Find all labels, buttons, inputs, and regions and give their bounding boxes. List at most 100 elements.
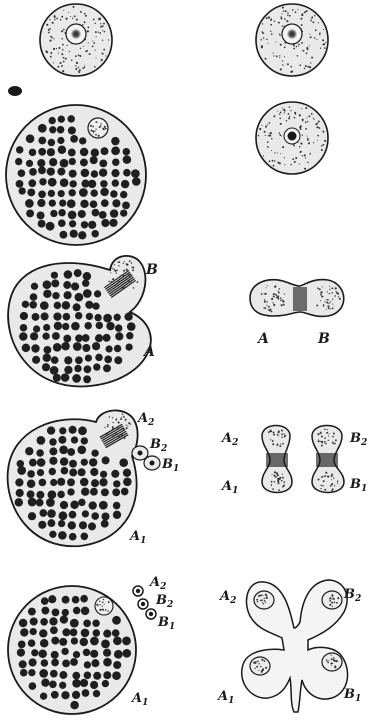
- cytoplasm-granule: [59, 62, 61, 64]
- cytoplasm-granule: [112, 417, 113, 418]
- cytoplasm-granule: [271, 33, 273, 35]
- cytoplasm-granule: [100, 26, 102, 28]
- yolk-granule: [74, 365, 81, 372]
- cytoplasm-granule: [322, 442, 323, 443]
- cytoplasm-granule: [263, 660, 265, 662]
- yolk-granule: [63, 335, 71, 343]
- cytoplasm-granule: [102, 53, 104, 55]
- cytoplasm-granule: [299, 126, 301, 128]
- cytoplasm-granule: [280, 299, 282, 301]
- yolk-granule: [73, 303, 81, 311]
- yolk-egg-row4-left: [8, 410, 160, 546]
- label-row5-left-A1: A1: [130, 691, 148, 708]
- yolk-granule: [52, 292, 59, 299]
- yolk-granule: [19, 187, 26, 194]
- yolk-granule: [86, 313, 93, 320]
- cytoplasm-granule: [112, 427, 114, 429]
- cytoplasm-granule: [57, 66, 59, 68]
- cytoplasm-granule: [332, 304, 333, 305]
- cytoplasm-granule: [334, 485, 335, 486]
- yolk-granule: [20, 628, 28, 636]
- cytoplasm-granule: [261, 46, 263, 48]
- cytoplasm-granule: [329, 604, 331, 606]
- cytoplasm-granule: [283, 433, 284, 434]
- yolk-granule: [28, 512, 36, 520]
- cytoplasm-granule: [112, 278, 114, 280]
- cytoplasm-granule: [281, 135, 282, 136]
- cytoplasm-granule: [105, 55, 106, 56]
- nucleolus: [71, 29, 81, 39]
- cytoplasm-granule: [279, 114, 281, 116]
- yolk-granule: [70, 701, 79, 710]
- cytoplasm-granule: [327, 299, 329, 301]
- cytoplasm-granule: [260, 39, 262, 41]
- cytoplasm-granule: [79, 69, 81, 71]
- cytoplasm-granule: [275, 41, 276, 42]
- cytoplasm-granule: [78, 67, 80, 69]
- cytoplasm-granule: [272, 443, 274, 445]
- cytoplasm-granule: [111, 437, 112, 438]
- yolk-granule: [75, 293, 84, 302]
- yolk-granule: [19, 660, 27, 668]
- cytoplasm-granule: [310, 19, 311, 20]
- cytoplasm-granule: [258, 595, 260, 597]
- cytoplasm-granule: [281, 430, 283, 432]
- cytoplasm-granule: [307, 162, 308, 163]
- yolk-granule: [27, 470, 35, 478]
- yolk-granule: [15, 158, 22, 165]
- yolk-granule: [99, 501, 108, 510]
- yolk-granule: [83, 375, 91, 383]
- cytoplasm-granule: [306, 10, 308, 12]
- yolk-granule: [37, 211, 45, 219]
- yolk-granule: [17, 648, 25, 656]
- yolk-granule: [38, 521, 46, 529]
- cytoplasm-granule: [265, 667, 267, 669]
- cytoplasm-granule: [105, 128, 107, 130]
- cytoplasm-granule: [75, 65, 76, 66]
- yolk-granule: [123, 469, 131, 477]
- cytoplasm-granule: [267, 141, 269, 143]
- yolk-granule: [64, 366, 72, 374]
- cytoplasm-granule: [283, 304, 285, 306]
- cytoplasm-granule: [275, 286, 277, 288]
- yolk-granule: [61, 648, 68, 655]
- cytoplasm-granule: [50, 52, 52, 54]
- cytoplasm-granule: [329, 286, 330, 287]
- cytoplasm-granule: [274, 475, 276, 477]
- yolk-granule: [43, 346, 51, 354]
- cytoplasm-granule: [327, 476, 329, 478]
- cytoplasm-granule: [71, 59, 73, 61]
- yolk-granule: [49, 457, 57, 465]
- cytoplasm-granule: [61, 16, 63, 18]
- yolk-granule: [69, 220, 76, 227]
- cytoplasm-granule: [326, 302, 328, 304]
- yolk-granule: [67, 115, 75, 123]
- cytoplasm-granule: [261, 659, 263, 661]
- cytoplasm-granule: [280, 297, 282, 299]
- cytoplasm-granule: [320, 300, 321, 301]
- yolk-granule: [74, 269, 82, 277]
- cytoplasm-granule: [294, 117, 296, 119]
- cytoplasm-granule: [300, 18, 302, 20]
- cytoplasm-granule: [284, 18, 286, 20]
- yolk-granule: [29, 658, 37, 666]
- cytoplasm-granule: [276, 472, 278, 474]
- cytoplasm-granule: [319, 288, 321, 290]
- yolk-granule: [70, 500, 79, 509]
- yolk-granule: [132, 177, 141, 186]
- cytoplasm-granule: [284, 56, 285, 57]
- yolk-granule: [67, 478, 75, 486]
- nucleolus: [287, 29, 297, 39]
- yolk-granule: [102, 456, 110, 464]
- yolk-granule: [58, 520, 65, 527]
- cytoplasm-granule: [321, 485, 322, 486]
- cytoplasm-granule: [272, 160, 274, 162]
- yolk-granule: [48, 595, 56, 603]
- yolk-granule: [83, 619, 91, 627]
- cytoplasm-granule: [266, 301, 267, 302]
- cytoplasm-granule: [73, 6, 75, 8]
- cytoplasm-granule: [104, 604, 105, 605]
- cytoplasm-granule: [127, 425, 128, 426]
- cytoplasm-granule: [273, 434, 275, 436]
- cytoplasm-granule: [253, 662, 255, 664]
